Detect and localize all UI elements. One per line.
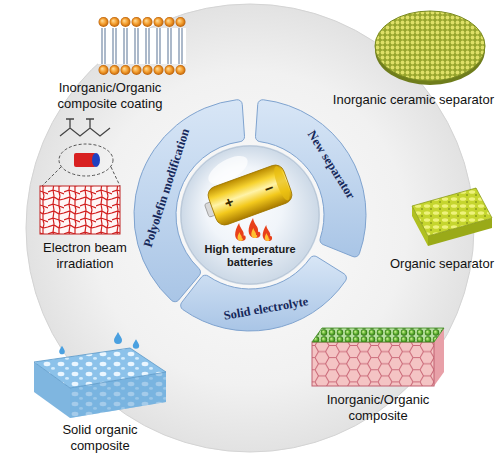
coating-membrane [98, 16, 186, 76]
figure-label: Solid organic composite [40, 422, 160, 454]
figure-label: Electron beam irradiation [30, 240, 140, 272]
crosslink-network [40, 186, 120, 234]
terminal-sign: − [262, 179, 275, 196]
flame-core [238, 232, 243, 241]
battery-body [206, 163, 295, 228]
ball-row [98, 64, 186, 76]
glass-sphere [180, 145, 320, 285]
honeycomb-block [312, 328, 444, 386]
flame [235, 223, 246, 241]
figure-label: Inorganic/Organic composite coating [35, 80, 185, 112]
center-label: High temperature batteries [192, 243, 308, 269]
particle-layer [312, 328, 444, 342]
figure-label: Organic separator [360, 256, 494, 272]
membrane-core [98, 28, 186, 64]
organic-slab [412, 188, 492, 246]
membrane-chains [98, 28, 186, 64]
band-shape [134, 100, 245, 302]
zoom-line [42, 167, 61, 186]
terminal-sign: + [222, 193, 235, 210]
water-drop [133, 339, 139, 349]
porous-slab [34, 332, 166, 418]
figure-label: Inorganic/Organic composite [300, 392, 456, 424]
ball-row [98, 16, 186, 28]
slab-top [412, 188, 492, 236]
flame-icon [235, 218, 272, 241]
flame-core [265, 233, 270, 241]
battery-icon [200, 163, 294, 230]
flame-core [251, 228, 257, 238]
segment-end [92, 153, 100, 167]
disk-shape [181, 146, 319, 284]
polymer-chain [60, 119, 110, 136]
water-drop [59, 346, 65, 354]
figure-label: Inorganic ceramic separator [306, 92, 494, 108]
flame [263, 225, 272, 241]
zoom-line [111, 167, 120, 186]
disk-face [375, 11, 485, 81]
ceramic-disk [375, 11, 485, 85]
honeycomb-face [312, 342, 434, 386]
slab-top [34, 348, 166, 388]
water-drop [114, 332, 122, 344]
battery-cap [271, 165, 293, 202]
band-outline [134, 99, 366, 331]
zoom-ellipse [59, 144, 113, 176]
band-shape [255, 100, 366, 257]
flame [249, 218, 261, 238]
category-band: Solid electrolyte [134, 99, 366, 331]
center-disk: High temperature batteries [180, 145, 320, 285]
irradiation-figure [40, 119, 120, 234]
